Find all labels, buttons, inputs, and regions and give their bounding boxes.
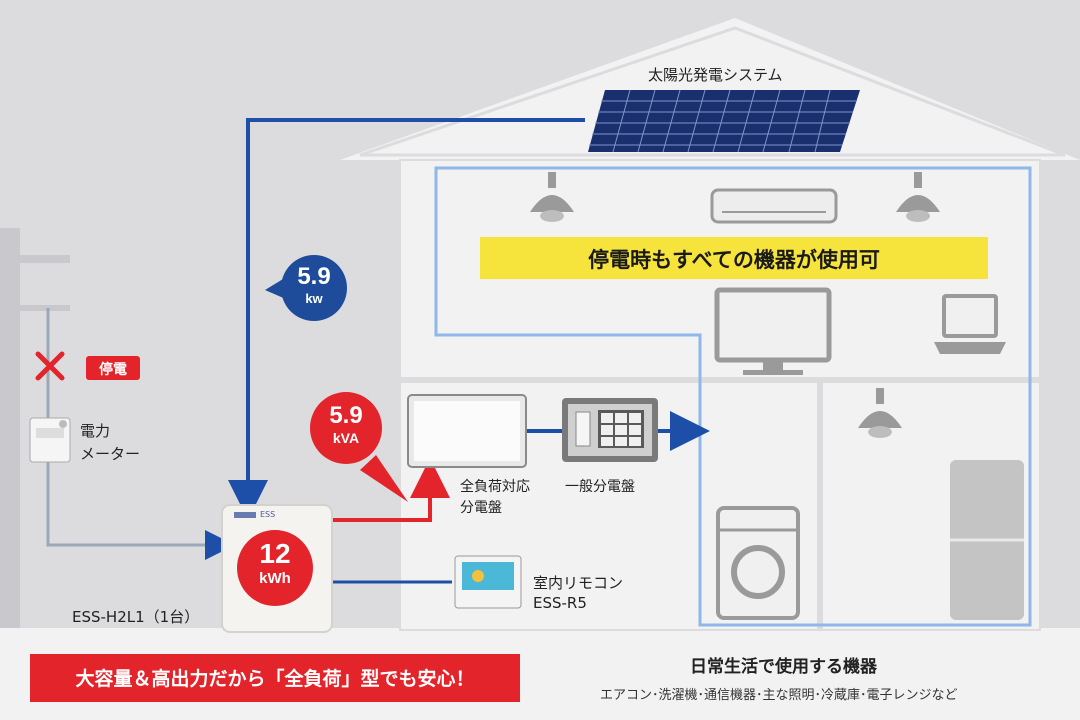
remote-label-1: 室内リモコン [533, 574, 624, 592]
inverter-output-value-box: 5.9 kVA [310, 402, 382, 446]
battery-model: ESS-H2L1（1台） [72, 608, 200, 626]
grid-line [46, 308, 235, 560]
refrigerator-icon [950, 460, 1024, 620]
full-load-panel-label-2: 分電盤 [460, 500, 502, 516]
meter-icon [29, 417, 71, 463]
meter-label-1: 電力 [80, 422, 111, 440]
ceiling-light-icon [530, 172, 574, 222]
full-load-panel-label-1: 全負荷対応 [460, 479, 530, 495]
battery-capacity-unit: kWh [259, 570, 291, 587]
inverter-output-value: 5.9 [329, 402, 363, 429]
appliances-title: 日常生活で使用する機器 [690, 657, 877, 677]
tv-icon [714, 287, 832, 375]
battery-capacity-bubble [237, 530, 313, 606]
outage-tag-label: 停電 [99, 362, 127, 378]
inverter-output-bubble [310, 392, 408, 502]
general-panel-icon [562, 398, 658, 462]
ceiling-light-icon [858, 388, 902, 438]
pv-output-value-box: 5.9 kw [281, 263, 347, 306]
house-outline [434, 166, 1032, 627]
battery-capacity-value-box: 12 kWh [237, 538, 313, 587]
full-load-panel-icon [407, 394, 527, 468]
outage-x-icon [35, 351, 65, 381]
meter-label-2: メーター [80, 445, 141, 463]
air-conditioner-icon [710, 188, 838, 224]
outage-tag [86, 356, 140, 380]
utility-pole [0, 228, 70, 628]
remote-icon [454, 555, 522, 609]
pv-output-value: 5.9 [297, 263, 331, 290]
general-panel-label: 一般分電盤 [565, 479, 635, 495]
pv-output-unit: kw [305, 291, 323, 306]
laptop-icon [934, 294, 1006, 354]
inverter-output-unit: kVA [332, 430, 360, 446]
solar-line [228, 118, 585, 520]
washing-machine-icon [716, 506, 800, 620]
footer-banner-bg [30, 654, 520, 702]
appliances-list: エアコン･洗濯機･通信機器･主な照明･冷蔵庫･電子レンジなど [600, 688, 958, 703]
outage-ok-banner: 停電時もすべての機器が使用可 [588, 248, 880, 272]
outage-ok-banner-bg [480, 237, 988, 279]
battery-capacity-value: 12 [259, 538, 291, 569]
pv-output-bubble [265, 255, 347, 321]
remote-label-2: ESS-R5 [533, 594, 587, 612]
battery-brand: ESS [260, 510, 276, 519]
output-line [333, 458, 450, 522]
ceiling-light-icon [896, 172, 940, 222]
solar-label: 太陽光発電システム [648, 66, 783, 84]
footer-banner: 大容量＆高出力だから「全負荷」型でも安心！ [75, 668, 475, 690]
solar-panel [588, 89, 860, 153]
